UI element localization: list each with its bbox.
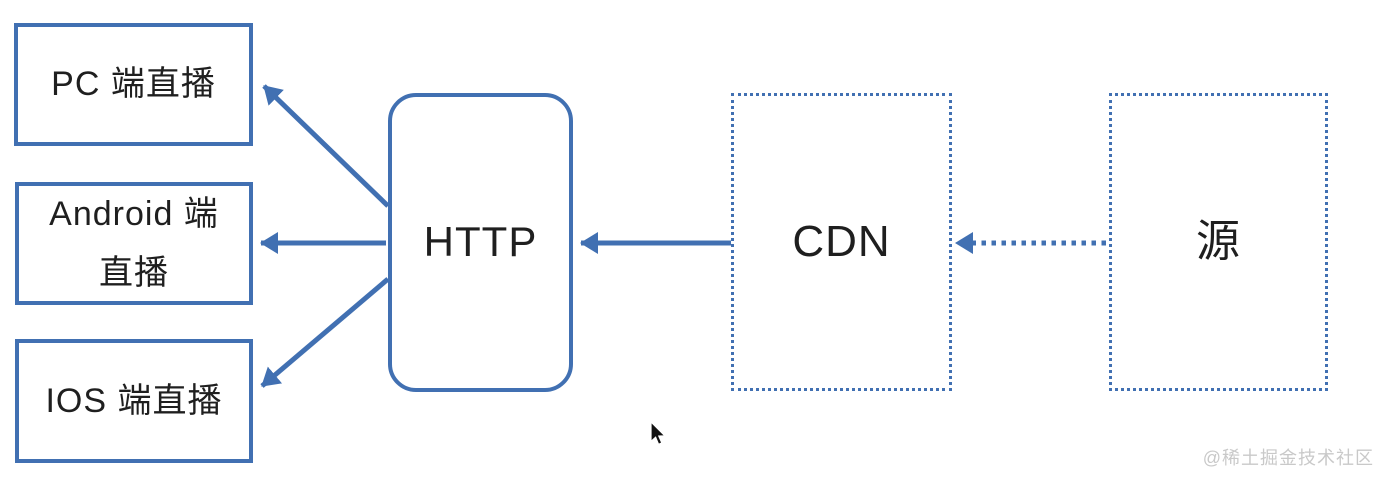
node-source: 源 <box>1109 93 1328 391</box>
node-http-label: HTTP <box>423 218 538 266</box>
node-cdn: CDN <box>731 93 952 391</box>
node-ios-live: IOS 端直播 <box>15 339 253 463</box>
node-android-live-label-line1: Android 端 <box>49 195 219 234</box>
node-http: HTTP <box>388 93 573 392</box>
node-android-live: Android 端 直播 <box>15 182 253 305</box>
node-source-label: 源 <box>1196 217 1241 267</box>
arrow-http-to-ios <box>260 277 390 388</box>
node-pc-live: PC 端直播 <box>14 23 253 146</box>
node-ios-live-label: IOS 端直播 <box>45 381 223 420</box>
node-pc-live-label: PC 端直播 <box>51 65 216 104</box>
mouse-cursor-icon <box>650 421 666 446</box>
watermark: @稀土掘金技术社区 <box>1202 448 1374 468</box>
arrow-http-to-pc <box>262 84 390 208</box>
node-android-live-label-line2: 直播 <box>99 253 169 292</box>
node-cdn-label: CDN <box>792 217 891 267</box>
